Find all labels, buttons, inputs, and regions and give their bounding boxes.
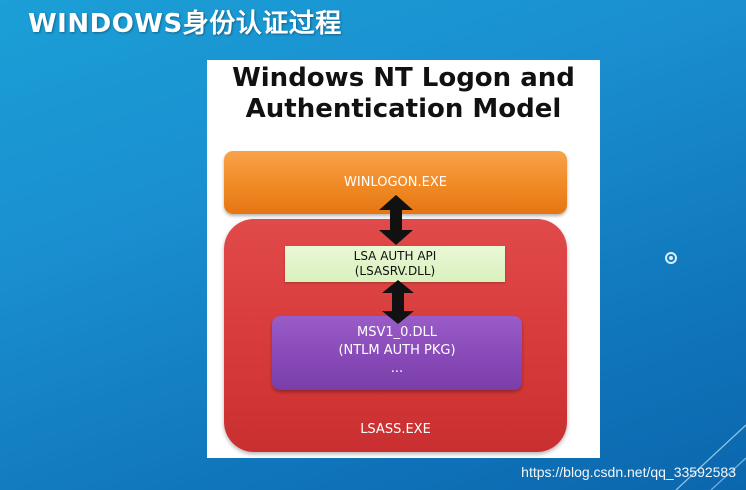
lsa-auth-api-box: LSA AUTH API (LSASRV.DLL) <box>285 246 505 282</box>
winlogon-label: WINLOGON.EXE <box>344 175 447 190</box>
msv-line1: MSV1_0.DLL <box>356 325 438 340</box>
diagram-title-line2: Authentication Model <box>245 94 562 124</box>
slide-title: WINDOWS身份认证过程 <box>28 9 342 39</box>
double-arrow-winlogon-lsa <box>379 195 413 245</box>
msv-line2: (NTLM AUTH PKG) <box>338 343 456 358</box>
msv1-0-dll-box: MSV1_0.DLL (NTLM AUTH PKG) ... <box>272 316 522 390</box>
lsass-label: LSASS.EXE <box>360 422 431 437</box>
watermark-url: https://blog.csdn.net/qq_33592583 <box>521 464 736 480</box>
lsa-auth-line2: (LSASRV.DLL) <box>354 264 436 278</box>
double-arrow-lsa-msv <box>382 280 414 324</box>
diagram-title-line1: Windows NT Logon and <box>232 63 575 93</box>
decorative-lines <box>675 424 746 490</box>
diagram-panel: Windows NT Logon and Authentication Mode… <box>207 60 600 458</box>
diagram-title: Windows NT Logon and Authentication Mode… <box>207 60 600 125</box>
lsa-auth-line1: LSA AUTH API <box>353 249 437 263</box>
pointer-ring-icon <box>665 252 677 264</box>
msv-line3: ... <box>390 361 404 376</box>
